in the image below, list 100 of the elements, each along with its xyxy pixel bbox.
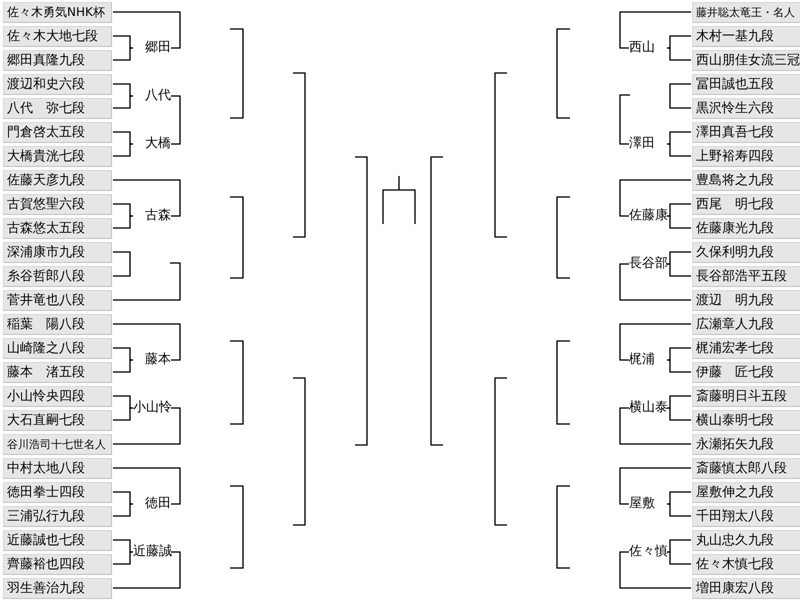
bracket-line [113,83,133,97]
player-box: 冨田誠也五段 [692,74,800,95]
bracket-line [113,551,181,589]
bracket-line [619,551,691,589]
player-box: 佐々木慎七段 [692,554,800,575]
bracket-line [667,359,691,373]
player-box: 佐々木大地七段 [3,26,112,47]
player-box: 佐々木勇気NHK杯 [3,2,112,23]
player-box: 山崎隆之八段 [3,338,112,359]
bracket-line [113,262,181,301]
bracket-line [667,263,691,277]
player-box: 伊藤 匠七段 [692,362,800,383]
player-box: 丸山忠久九段 [692,530,800,551]
player-box: 久保利明九段 [692,242,800,263]
bracket-line [667,215,691,229]
bracket-line [667,551,691,565]
bracket-line [667,503,691,517]
bracket-line [619,179,691,217]
bracket-line [113,11,181,49]
player-box: 門倉啓太五段 [3,122,112,143]
bracket-line [113,395,133,409]
bracket-line [667,47,691,61]
bracket-line [667,539,691,553]
player-box: 菅井竜也八段 [3,290,112,311]
bracket-line [113,179,181,217]
bracket-line [113,539,133,553]
player-box: 羽生善治九段 [3,578,112,599]
bracket-line [667,143,691,157]
player-box: 西尾 明七段 [692,194,800,215]
bracket-line [113,347,133,361]
player-box: 梶浦宏孝七段 [692,338,800,359]
bracket-line [619,467,691,505]
player-box: 深浦康市九段 [3,242,112,263]
bracket-line [667,251,691,265]
player-box: 齊藤裕也四段 [3,554,112,575]
player-box: 斎藤慎太郎八段 [692,458,800,479]
player-box: 大石直嗣七段 [3,410,112,431]
player-box: 木村一基九段 [692,26,800,47]
player-box: 古森悠太五段 [3,218,112,239]
player-box: 糸谷哲郎八段 [3,266,112,287]
bracket-line [113,467,181,505]
bracket-line [113,491,133,505]
bracket-line [113,251,131,277]
bracket-line [113,203,133,217]
bracket-line [667,407,691,421]
player-box: 稲葉 陽八段 [3,314,112,335]
player-box: 小山怜央四段 [3,386,112,407]
player-box: 八代 弥七段 [3,98,112,119]
bracket-line [113,503,133,517]
player-box: 藤井聡太竜王・名人 [692,2,800,23]
bracket-line [619,11,691,49]
bracket-line [113,35,133,49]
bracket-line [667,203,691,217]
player-box: 増田康宏八段 [692,578,800,599]
bracket-line [113,407,181,445]
bracket-line [619,407,691,445]
player-box: 郷田真隆九段 [3,50,112,71]
bracket-line [113,551,133,565]
player-box: 斎藤明日斗五段 [692,386,800,407]
player-box: 渡辺和史六段 [3,74,112,95]
bracket-line [113,407,133,421]
player-box: 大橋貴洸七段 [3,146,112,167]
bracket-line [113,359,133,373]
bracket-line [113,323,181,361]
player-box: 長谷部浩平五段 [692,266,800,287]
player-box: 藤本 渚五段 [3,362,112,383]
player-box: 屋敷伸之九段 [692,482,800,503]
bracket-line [113,143,133,157]
bracket-line [619,263,691,301]
player-box: 豊島将之九段 [692,170,800,191]
player-box: 広瀬章人九段 [692,314,800,335]
bracket-line [619,323,691,361]
player-box: 千田翔太八段 [692,506,800,527]
player-box: 渡辺 明九段 [692,290,800,311]
bracket-line [113,95,133,109]
bracket-line [667,491,691,505]
player-box: 古賀悠聖六段 [3,194,112,215]
bracket-line [667,35,691,49]
player-box: 谷川浩司十七世名人 [3,434,112,455]
bracket-line [667,131,691,145]
player-box: 上野裕寿四段 [692,146,800,167]
bracket-line [113,131,133,145]
player-box: 中村太地八段 [3,458,112,479]
player-box: 佐藤康光九段 [692,218,800,239]
bracket-line [113,47,133,61]
bracket-line [113,215,133,229]
player-box: 三浦弘行九段 [3,506,112,527]
bracket-line [667,347,691,361]
player-box: 近藤誠也七段 [3,530,112,551]
player-box: 横山泰明七段 [692,410,800,431]
player-box: 黒沢怜生六段 [692,98,800,119]
player-box: 澤田真吾七段 [692,122,800,143]
bracket-line [619,94,630,145]
player-box: 西山朋佳女流三冠 [692,50,800,71]
bracket-line [171,95,181,145]
bracket-line [669,83,691,109]
player-box: 永瀬拓矢九段 [692,434,800,455]
player-box: 徳田拳士四段 [3,482,112,503]
bracket-line [667,395,691,409]
player-box: 佐藤天彦九段 [3,170,112,191]
